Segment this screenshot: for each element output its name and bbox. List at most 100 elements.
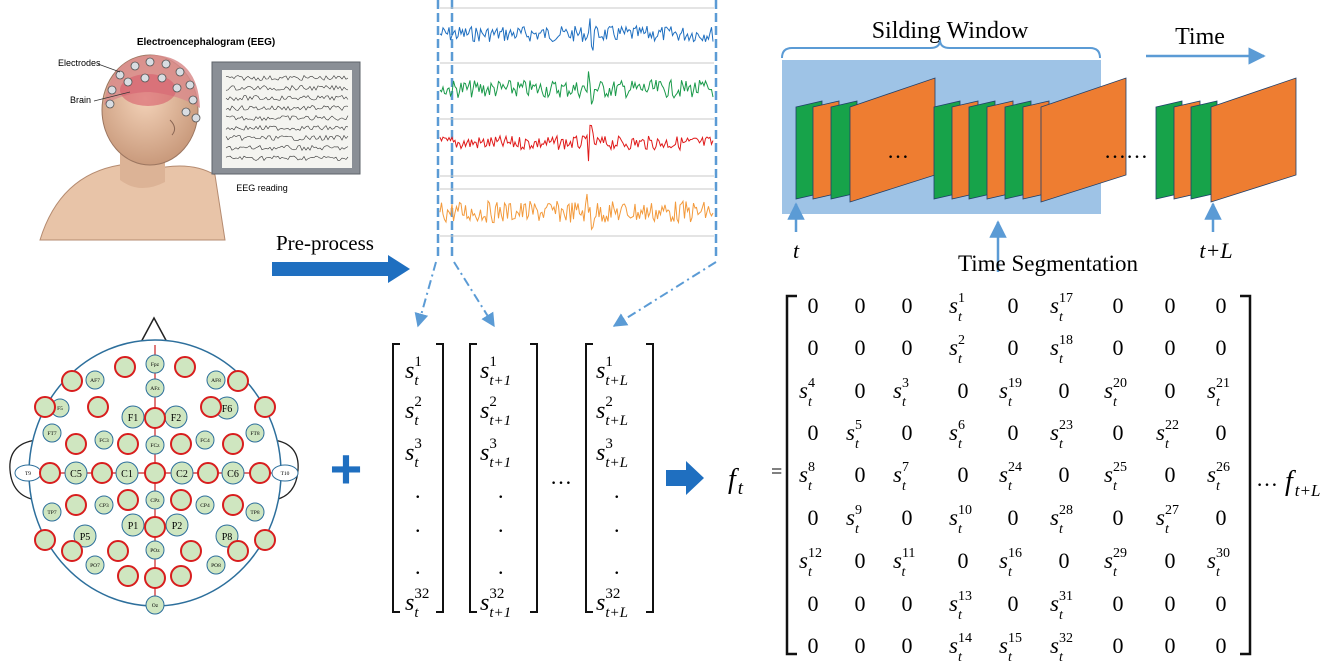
monitor-screen [222, 70, 352, 168]
matrix-zero: 0 [1165, 462, 1176, 487]
matrix-zero: 0 [958, 548, 969, 573]
segmentation-label: Time Segmentation [958, 251, 1138, 276]
matrix-zero: 0 [1059, 548, 1070, 573]
end-label: t+L [1199, 238, 1232, 263]
electrode-label: FCz [150, 443, 160, 449]
electrode-label: FC4 [200, 438, 210, 444]
electrode-c1 [115, 461, 139, 485]
electrode-label: C5 [70, 469, 82, 480]
electrode-af7 [85, 370, 105, 390]
eeg-signal-orange [439, 193, 714, 231]
matrix-zero: 0 [1216, 335, 1227, 360]
selected-electrode [227, 540, 249, 562]
electrode-label: TP8 [250, 510, 259, 516]
mini-trace [225, 155, 349, 161]
electrode-label: F2 [171, 413, 182, 424]
vector-dot: . [415, 512, 421, 537]
matrix-zero: 0 [1216, 293, 1227, 318]
electrode-label: F5 [57, 406, 63, 412]
signals-panel [414, 0, 718, 328]
sliding-window-title: Silding Window [872, 18, 1029, 44]
electrode-label: FT8 [250, 431, 259, 437]
matrix-zero: 0 [1113, 293, 1124, 318]
matrix-zero: 0 [1008, 293, 1019, 318]
electrode-label: PO7 [90, 563, 100, 569]
electrode-fc3 [94, 430, 114, 450]
selected-electrode [114, 356, 136, 378]
brain-pointer [93, 91, 131, 102]
matrix-zero: 0 [808, 335, 819, 360]
selected-electrode [144, 516, 166, 538]
electrode-label: AF8 [211, 378, 221, 384]
matrix-zero: 0 [855, 293, 866, 318]
selected-electrode [61, 370, 83, 392]
electrode-poz [145, 540, 165, 560]
electrode-afz [145, 378, 165, 398]
pointer-to-vector-3 [612, 261, 717, 327]
electrode-label: F1 [128, 413, 139, 424]
time-label: Time [1175, 24, 1225, 50]
selected-electrode [227, 370, 249, 392]
electrode-cpz [145, 490, 165, 510]
matrix-zero: 0 [1216, 505, 1227, 530]
electrode-fc4 [195, 430, 215, 450]
eeg-signal-green [439, 71, 714, 105]
matrix-bracket-left [785, 294, 797, 656]
matrix-zero: 0 [1165, 335, 1176, 360]
vector-bracket-right [530, 343, 538, 613]
frame-stack [795, 77, 1297, 203]
electrode-label: FC3 [99, 438, 109, 444]
matrix-arrow [666, 461, 704, 495]
electrode-p1 [121, 513, 145, 537]
left-ear-shape [9, 439, 37, 501]
matrix-zero: 0 [1059, 462, 1070, 487]
electrode-label: CP4 [200, 503, 210, 509]
selected-electrode [254, 396, 276, 418]
matrix-zero: 0 [958, 378, 969, 403]
matrix-zero: 0 [1216, 633, 1227, 658]
electrode-tp7 [42, 502, 62, 522]
plus-sign: + [330, 437, 363, 500]
selected-electrode [144, 462, 166, 484]
matrix-zero: 0 [808, 293, 819, 318]
reading-label: EEG reading [236, 183, 288, 193]
vector-bracket-right [646, 343, 654, 613]
selected-electrode [249, 462, 271, 484]
electrode-fpz [145, 354, 165, 374]
matrix-zero: 0 [855, 462, 866, 487]
pointer-to-vector-1 [414, 261, 437, 328]
matrix-zero: 0 [902, 505, 913, 530]
selected-electrode [200, 396, 222, 418]
electrode-label: Oz [152, 603, 159, 609]
electrode-label: P5 [80, 532, 91, 543]
eeg-signal-blue [439, 18, 714, 51]
mini-trace [225, 84, 349, 91]
matrix-zero: 0 [1113, 633, 1124, 658]
selected-electrode [222, 494, 244, 516]
electrode-po8 [206, 555, 226, 575]
selected-electrode [39, 462, 61, 484]
mini-trace [225, 105, 349, 111]
matrix-zero: 0 [1165, 378, 1176, 403]
matrix-zero: 0 [1008, 505, 1019, 530]
electrode-label: C6 [227, 469, 239, 480]
electrode-t10 [271, 464, 299, 482]
electrode-fcz [145, 435, 165, 455]
